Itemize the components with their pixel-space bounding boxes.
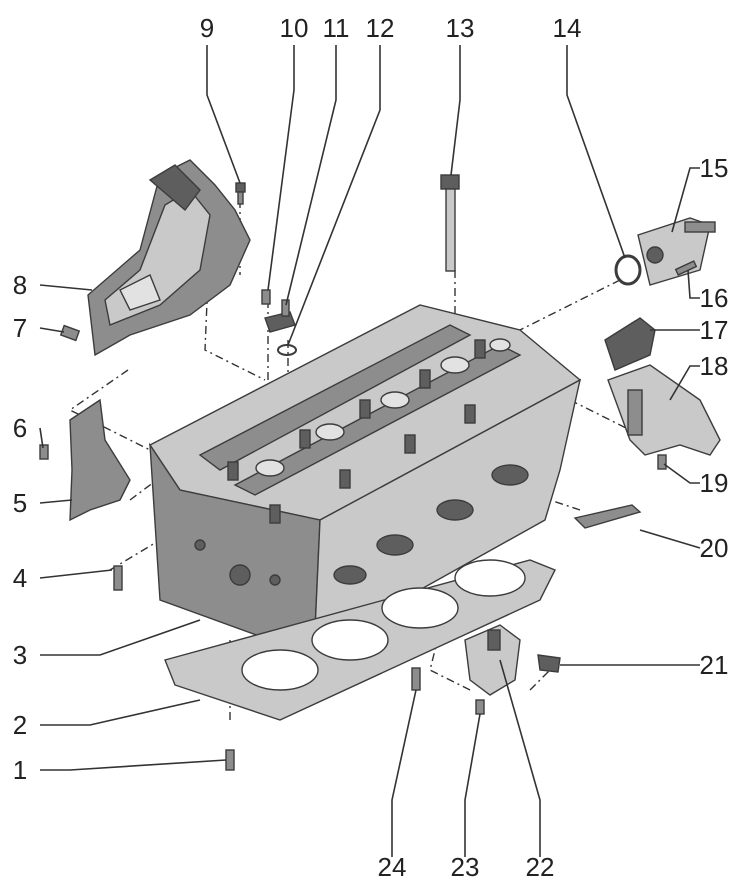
callout-21: 21 <box>700 650 729 680</box>
callout-10: 10 <box>280 13 309 43</box>
callout-4: 4 <box>13 563 27 593</box>
valve-cups <box>255 338 511 477</box>
head-bolt-13 <box>440 174 460 272</box>
callout-3: 3 <box>13 640 27 670</box>
dowel-24 <box>411 667 421 691</box>
callout-12: 12 <box>366 13 395 43</box>
o-ring-14 <box>614 254 642 286</box>
heat-shield <box>87 159 251 357</box>
callout-2: 2 <box>13 710 27 740</box>
cylinder-head <box>148 304 582 641</box>
callout-17: 17 <box>700 315 729 345</box>
valve-springs <box>227 339 486 524</box>
callout-16: 16 <box>700 283 729 313</box>
support-18 <box>607 364 721 456</box>
callout-18: 18 <box>700 351 729 381</box>
callout-1: 1 <box>13 755 27 785</box>
bolt-6 <box>39 444 49 460</box>
housing-15 <box>637 217 716 286</box>
callout-19: 19 <box>700 468 729 498</box>
bracket-17 <box>604 317 656 371</box>
callout-15: 15 <box>700 153 729 183</box>
stud-4 <box>113 565 123 591</box>
bracket-5 <box>69 398 131 522</box>
bolt-19 <box>657 454 667 470</box>
tensioner-22 <box>464 624 521 696</box>
bolt-9 <box>235 182 246 205</box>
callout-8: 8 <box>13 270 27 300</box>
callout-24: 24 <box>378 852 407 882</box>
sensor-11 <box>264 299 296 333</box>
o-ring-12 <box>277 344 297 356</box>
callout-13: 13 <box>446 13 475 43</box>
callout-9: 9 <box>200 13 214 43</box>
dowel-1 <box>225 749 235 771</box>
bracket-20 <box>573 504 642 529</box>
callout-7: 7 <box>13 313 27 343</box>
callout-20: 20 <box>700 533 729 563</box>
callout-numbers: 1 2 3 4 5 6 7 8 9 10 11 12 13 14 15 16 1… <box>13 13 729 882</box>
callout-23: 23 <box>451 852 480 882</box>
sensor-21 <box>537 654 561 673</box>
intake-ports <box>333 464 529 585</box>
callout-11: 11 <box>323 13 350 43</box>
callout-5: 5 <box>13 488 27 518</box>
head-gasket <box>164 559 556 721</box>
bolt-7 <box>59 324 81 342</box>
callout-14: 14 <box>553 13 582 43</box>
bolt-23 <box>475 699 485 715</box>
callout-22: 22 <box>526 852 555 882</box>
bolt-10 <box>261 289 271 305</box>
callout-6: 6 <box>13 413 27 443</box>
leader-lines <box>39 45 701 857</box>
